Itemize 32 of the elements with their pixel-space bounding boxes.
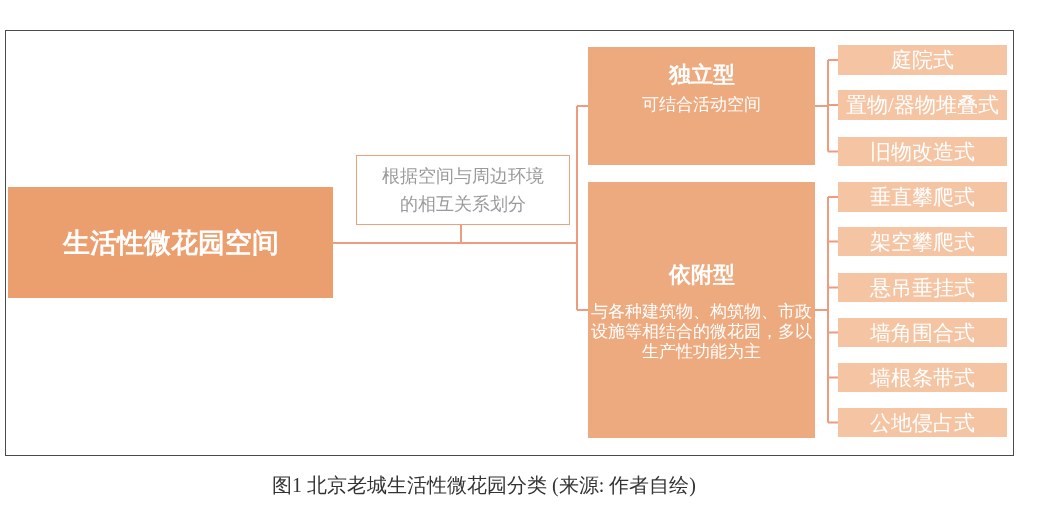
criterion-text: 根据空间与周边环境的相互关系划分 [381, 164, 545, 216]
category-box [588, 47, 815, 165]
type-label: 庭院式 [891, 47, 954, 73]
type-label: 垂直攀爬式 [870, 184, 975, 210]
category-box [588, 182, 815, 438]
bracket-connector [460, 105, 589, 311]
figure-caption: 图1 北京老城生活性微花园分类 (来源: 作者自绘) [272, 473, 696, 498]
criterion-box [356, 155, 570, 225]
type-box [838, 363, 1007, 392]
type-label: 架空攀爬式 [870, 228, 975, 255]
type-label: 墙角围合式 [870, 319, 975, 346]
root-label: 生活性微花园空间 [62, 226, 279, 260]
type-label: 公地侵占式 [870, 409, 975, 436]
root-box [8, 187, 333, 298]
category-title: 独立型 [668, 61, 735, 89]
category-description: 与各种建筑物、构筑物、市政设施等相结合的微花园，多以生产性功能为主 [590, 302, 813, 362]
type-box [838, 227, 1007, 256]
category-title: 依附型 [668, 261, 735, 289]
bracket-connector [814, 196, 839, 424]
type-box [838, 182, 1007, 212]
type-box [838, 318, 1007, 347]
type-box [838, 90, 1007, 120]
bracket-connector [814, 59, 839, 153]
type-label: 墙根条带式 [870, 364, 975, 391]
type-box [838, 137, 1007, 166]
type-box [838, 45, 1007, 75]
type-label: 悬吊垂挂式 [870, 274, 975, 301]
type-label: 旧物改造式 [870, 138, 975, 165]
type-box [838, 273, 1007, 302]
type-label: 置物/器物堆叠式 [846, 92, 999, 118]
type-box [838, 408, 1007, 437]
category-description: 可结合活动空间 [641, 95, 762, 115]
